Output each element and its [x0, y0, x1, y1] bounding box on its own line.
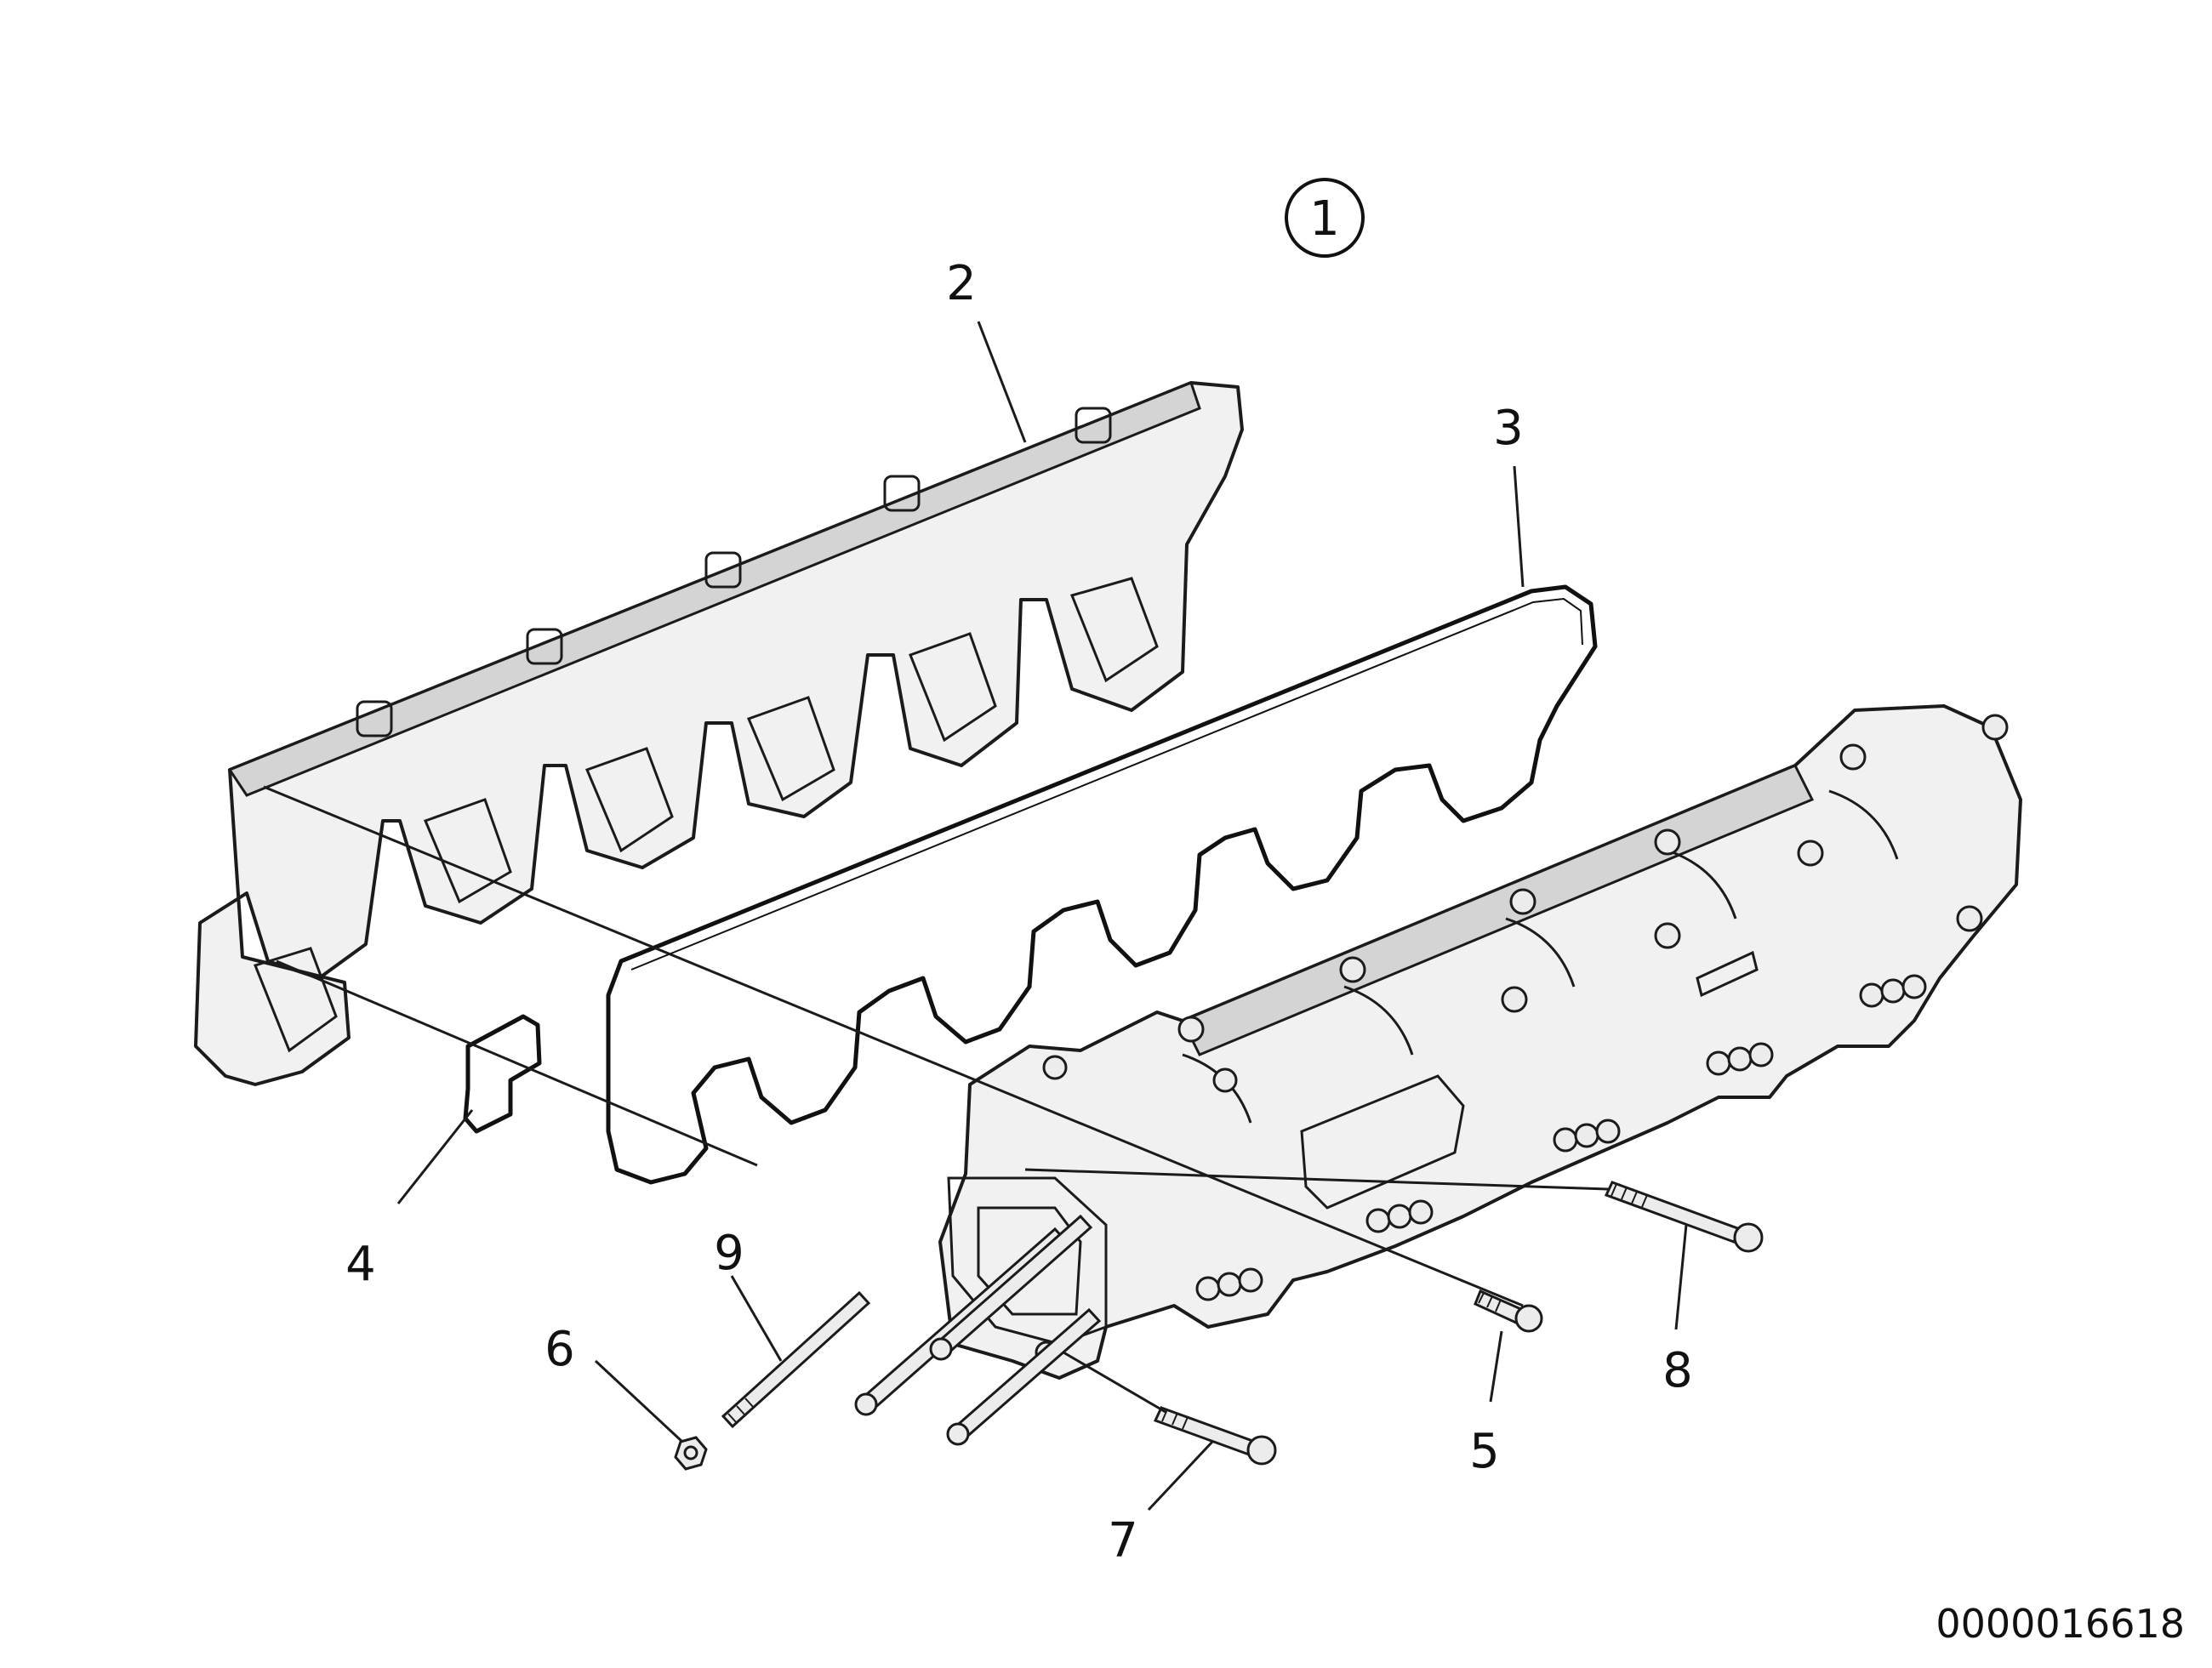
callout-5: 5	[1469, 1424, 1500, 1479]
stud-9	[721, 1290, 871, 1429]
callout-9: 9	[714, 1226, 744, 1281]
nut-6	[674, 1436, 708, 1471]
callout-6: 6	[544, 1322, 575, 1377]
svg-text:1: 1	[1309, 191, 1340, 247]
document-number: 0000016618	[1936, 1601, 2185, 1647]
exhaust-manifold-front	[194, 381, 1244, 1086]
alignment-lines	[263, 785, 1609, 1414]
exhaust-manifold-rear	[938, 704, 2022, 1380]
leader-lines	[396, 321, 1688, 1511]
studs	[854, 1214, 1102, 1446]
callout-labels: 2 3 4 5 6 7 8 9	[345, 256, 1693, 1568]
bolt-7	[1153, 1406, 1277, 1466]
assembly-callout: 1	[1285, 178, 1365, 258]
callout-8: 8	[1662, 1343, 1693, 1398]
gasket-small	[463, 1014, 542, 1134]
callout-4: 4	[345, 1237, 376, 1292]
callout-7: 7	[1108, 1513, 1138, 1568]
callout-3: 3	[1493, 401, 1524, 456]
callout-2: 2	[946, 256, 977, 311]
bolt-5	[1474, 1289, 1543, 1333]
gasket-large	[606, 584, 1598, 1185]
bolt-8	[1604, 1181, 1764, 1253]
